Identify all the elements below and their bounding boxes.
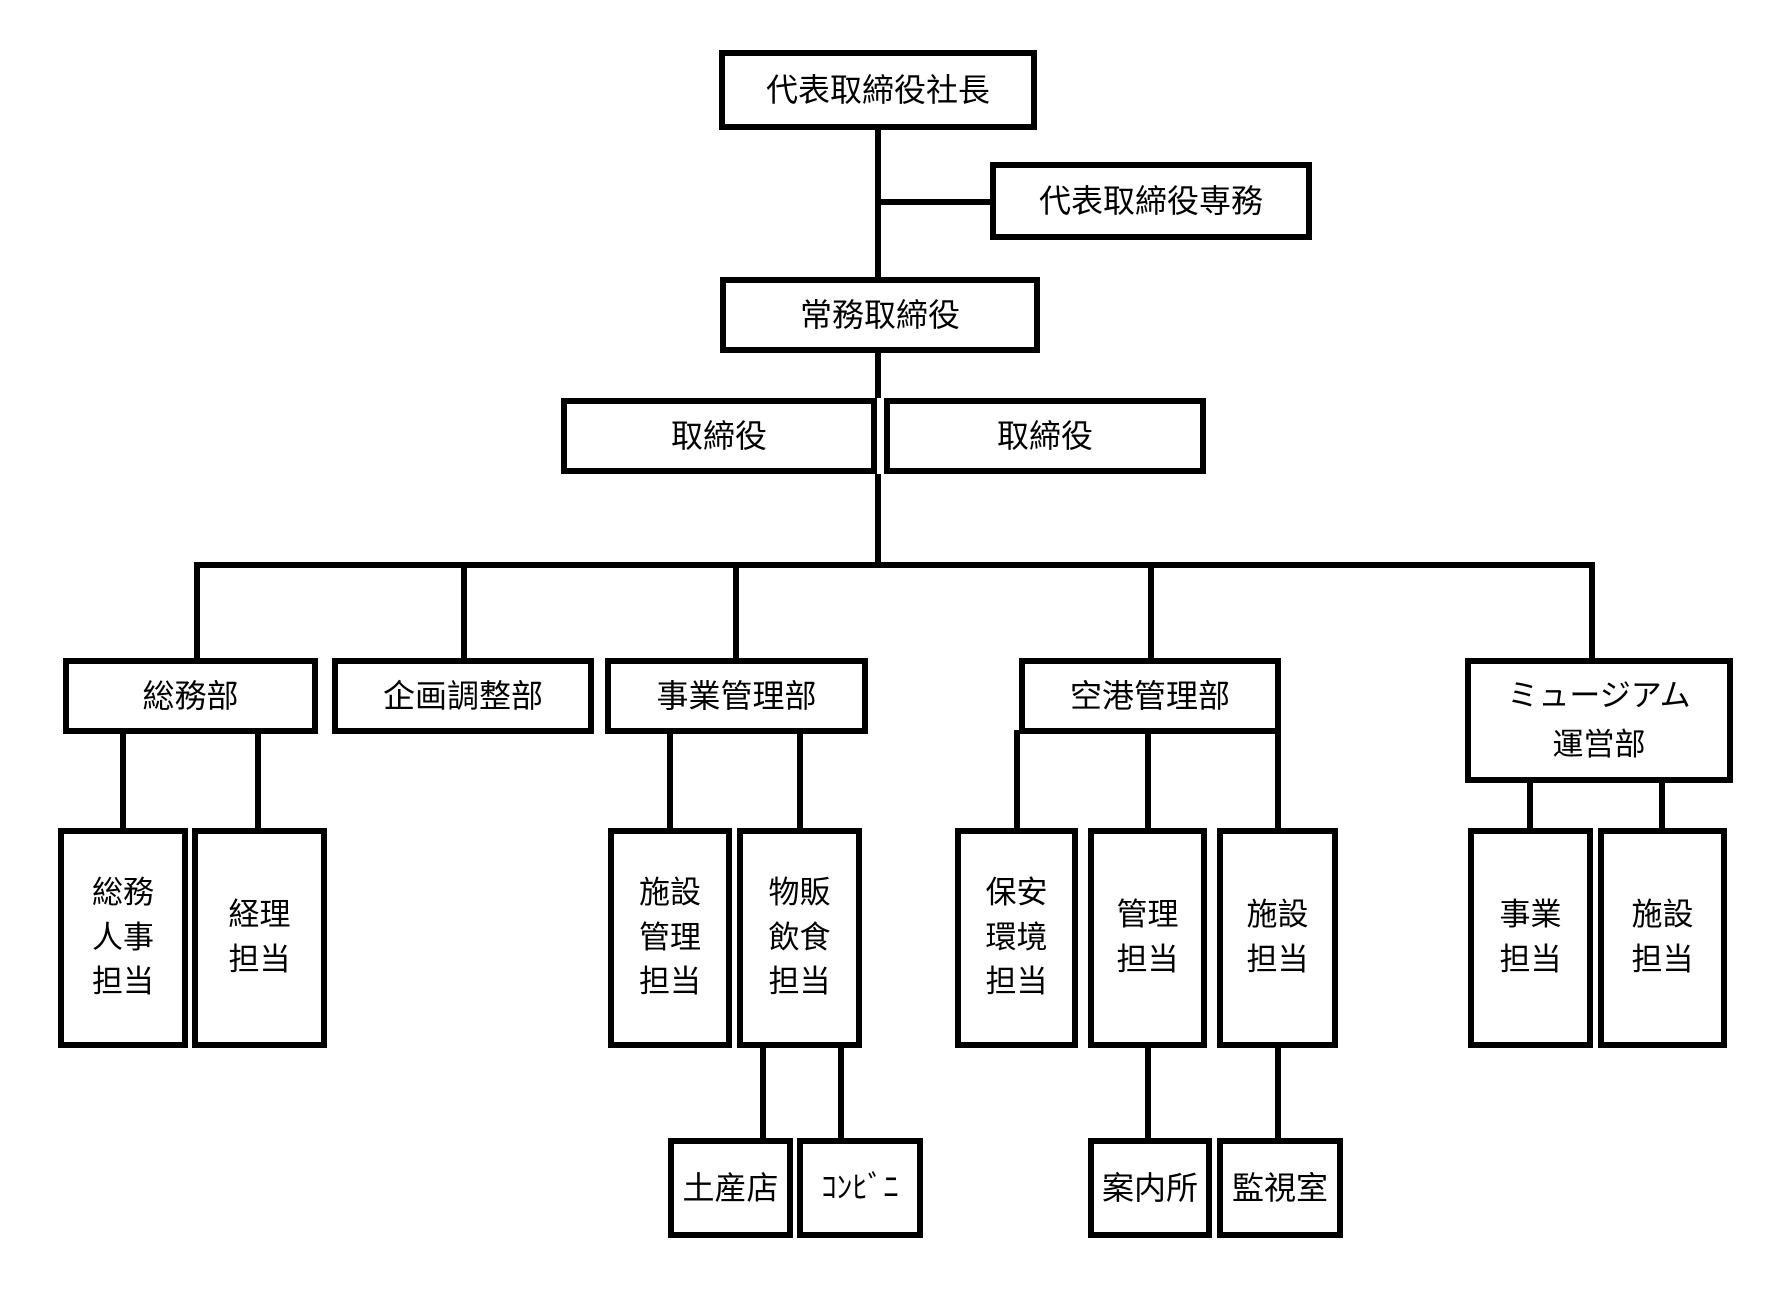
connector-drop-business-management: [733, 562, 739, 660]
org-node-director-left: 取締役: [561, 398, 877, 474]
org-node-unit-convenience-store: ｺﾝﾋﾞﾆ: [797, 1138, 923, 1238]
org-node-unit-monitoring-room: 監視室: [1217, 1138, 1343, 1238]
connector-museum-to-business-section: [1527, 779, 1533, 830]
connector-bm-to-facility-section: [667, 730, 673, 830]
org-node-director-right: 取締役: [884, 398, 1206, 474]
connector-am-to-security-section: [1014, 730, 1020, 830]
org-node-sec-airport-facility: 施設 担当: [1217, 828, 1338, 1048]
connector-managing-director-to-directors: [875, 353, 881, 398]
connector-museum-to-facility-section: [1659, 779, 1665, 830]
connector-ga-to-hr-section: [120, 730, 126, 830]
connector-retail-to-souvenir-shop: [760, 1044, 766, 1140]
connector-branch-to-senior-managing-director: [878, 199, 992, 205]
org-node-unit-souvenir-shop: 土産店: [668, 1138, 793, 1238]
org-node-dept-planning-coordination: 企画調整部: [332, 658, 594, 734]
org-node-sec-accounting: 経理 担当: [192, 828, 327, 1048]
org-node-sec-admin: 管理 担当: [1088, 828, 1207, 1048]
org-node-sec-museum-business: 事業 担当: [1468, 828, 1593, 1048]
connector-department-bus: [194, 562, 1595, 568]
connector-bm-to-retail-food-section: [797, 730, 803, 830]
connector-drop-planning: [461, 562, 467, 660]
org-node-sec-facility-management: 施設 管理 担当: [608, 828, 732, 1048]
connector-drop-airport-management: [1148, 562, 1154, 660]
org-node-dept-airport-management: 空港管理部: [1019, 658, 1281, 734]
connector-ga-to-accounting-section: [255, 730, 261, 830]
org-node-sec-retail-food: 物販 飲食 担当: [737, 828, 862, 1048]
org-node-unit-information-center: 案内所: [1088, 1138, 1212, 1238]
connector-retail-to-convenience-store: [838, 1044, 844, 1140]
org-node-sec-museum-facility: 施設 担当: [1598, 828, 1727, 1048]
connector-directors-to-bus: [875, 474, 881, 565]
org-node-managing-director: 常務取締役: [720, 277, 1040, 353]
org-node-dept-museum-operations: ミュージアム 運営部: [1465, 658, 1733, 783]
connector-admin-to-information-center: [1145, 1044, 1151, 1140]
org-node-sec-security-environment: 保安 環境 担当: [955, 828, 1078, 1048]
org-node-dept-general-affairs: 総務部: [63, 658, 318, 734]
connector-am-to-facility-section: [1275, 730, 1281, 830]
connector-am-to-admin-section: [1145, 730, 1151, 830]
org-node-dept-business-management: 事業管理部: [605, 658, 868, 734]
connector-drop-general-affairs: [194, 562, 200, 660]
connector-facility-to-monitoring-room: [1275, 1044, 1281, 1140]
connector-drop-museum-operations: [1589, 562, 1595, 660]
org-node-president: 代表取締役社長: [719, 50, 1037, 130]
org-node-sec-general-affairs-hr: 総務 人事 担当: [58, 828, 188, 1048]
org-node-senior-managing-director: 代表取締役専務: [990, 162, 1312, 240]
